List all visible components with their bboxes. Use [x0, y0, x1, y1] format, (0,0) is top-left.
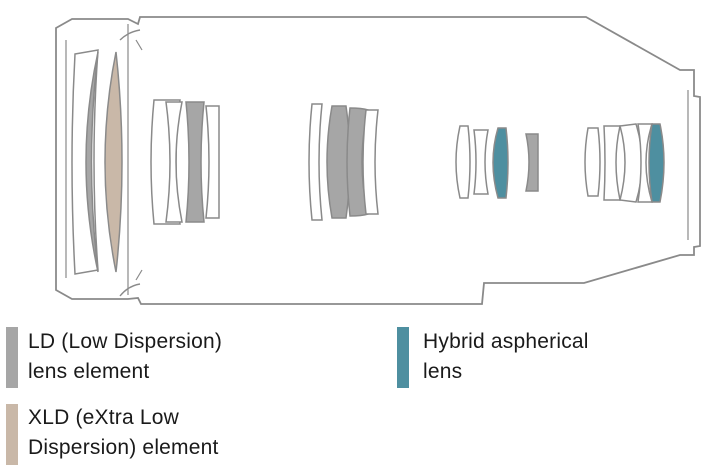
legend-label-xld-line2: Dispersion) element — [28, 436, 219, 459]
lens-barrel-inner-line — [65, 24, 689, 295]
legend-swatch-hybrid — [397, 327, 409, 388]
lens-barrel-outline — [55, 16, 701, 305]
lens-element-4 — [205, 105, 220, 219]
lens-element-9 — [584, 127, 601, 197]
lens-element-5 — [308, 103, 323, 221]
legend-label-hybrid-line1: Hybrid aspherical — [423, 330, 589, 353]
lens-element-ld-5 — [525, 133, 539, 192]
lens-element-ld-1 — [85, 51, 99, 273]
lens-element-3 — [165, 101, 183, 223]
legend-label-xld-line1: XLD (eXtra Low — [28, 406, 180, 429]
lens-element-7 — [455, 125, 471, 199]
legend-swatch-ld — [6, 327, 18, 388]
lens-element-hybrid-1 — [492, 127, 509, 199]
legend-label-ld-line2: lens element — [28, 360, 150, 383]
legend-label-ld-line1: LD (Low Dispersion) — [28, 330, 223, 353]
legend-swatch-xld — [6, 404, 18, 465]
lens-element-8 — [473, 129, 489, 195]
lens-element-10 — [603, 125, 621, 201]
lens-element-11 — [619, 123, 643, 203]
lens-element-xld-1 — [104, 51, 123, 273]
front-hood-marks — [119, 29, 141, 297]
lens-element-ld-2 — [185, 101, 205, 223]
lens-element-6 — [362, 109, 379, 215]
lens-element-hybrid-2 — [648, 123, 665, 203]
legend-label-hybrid-line2: lens — [423, 360, 463, 383]
